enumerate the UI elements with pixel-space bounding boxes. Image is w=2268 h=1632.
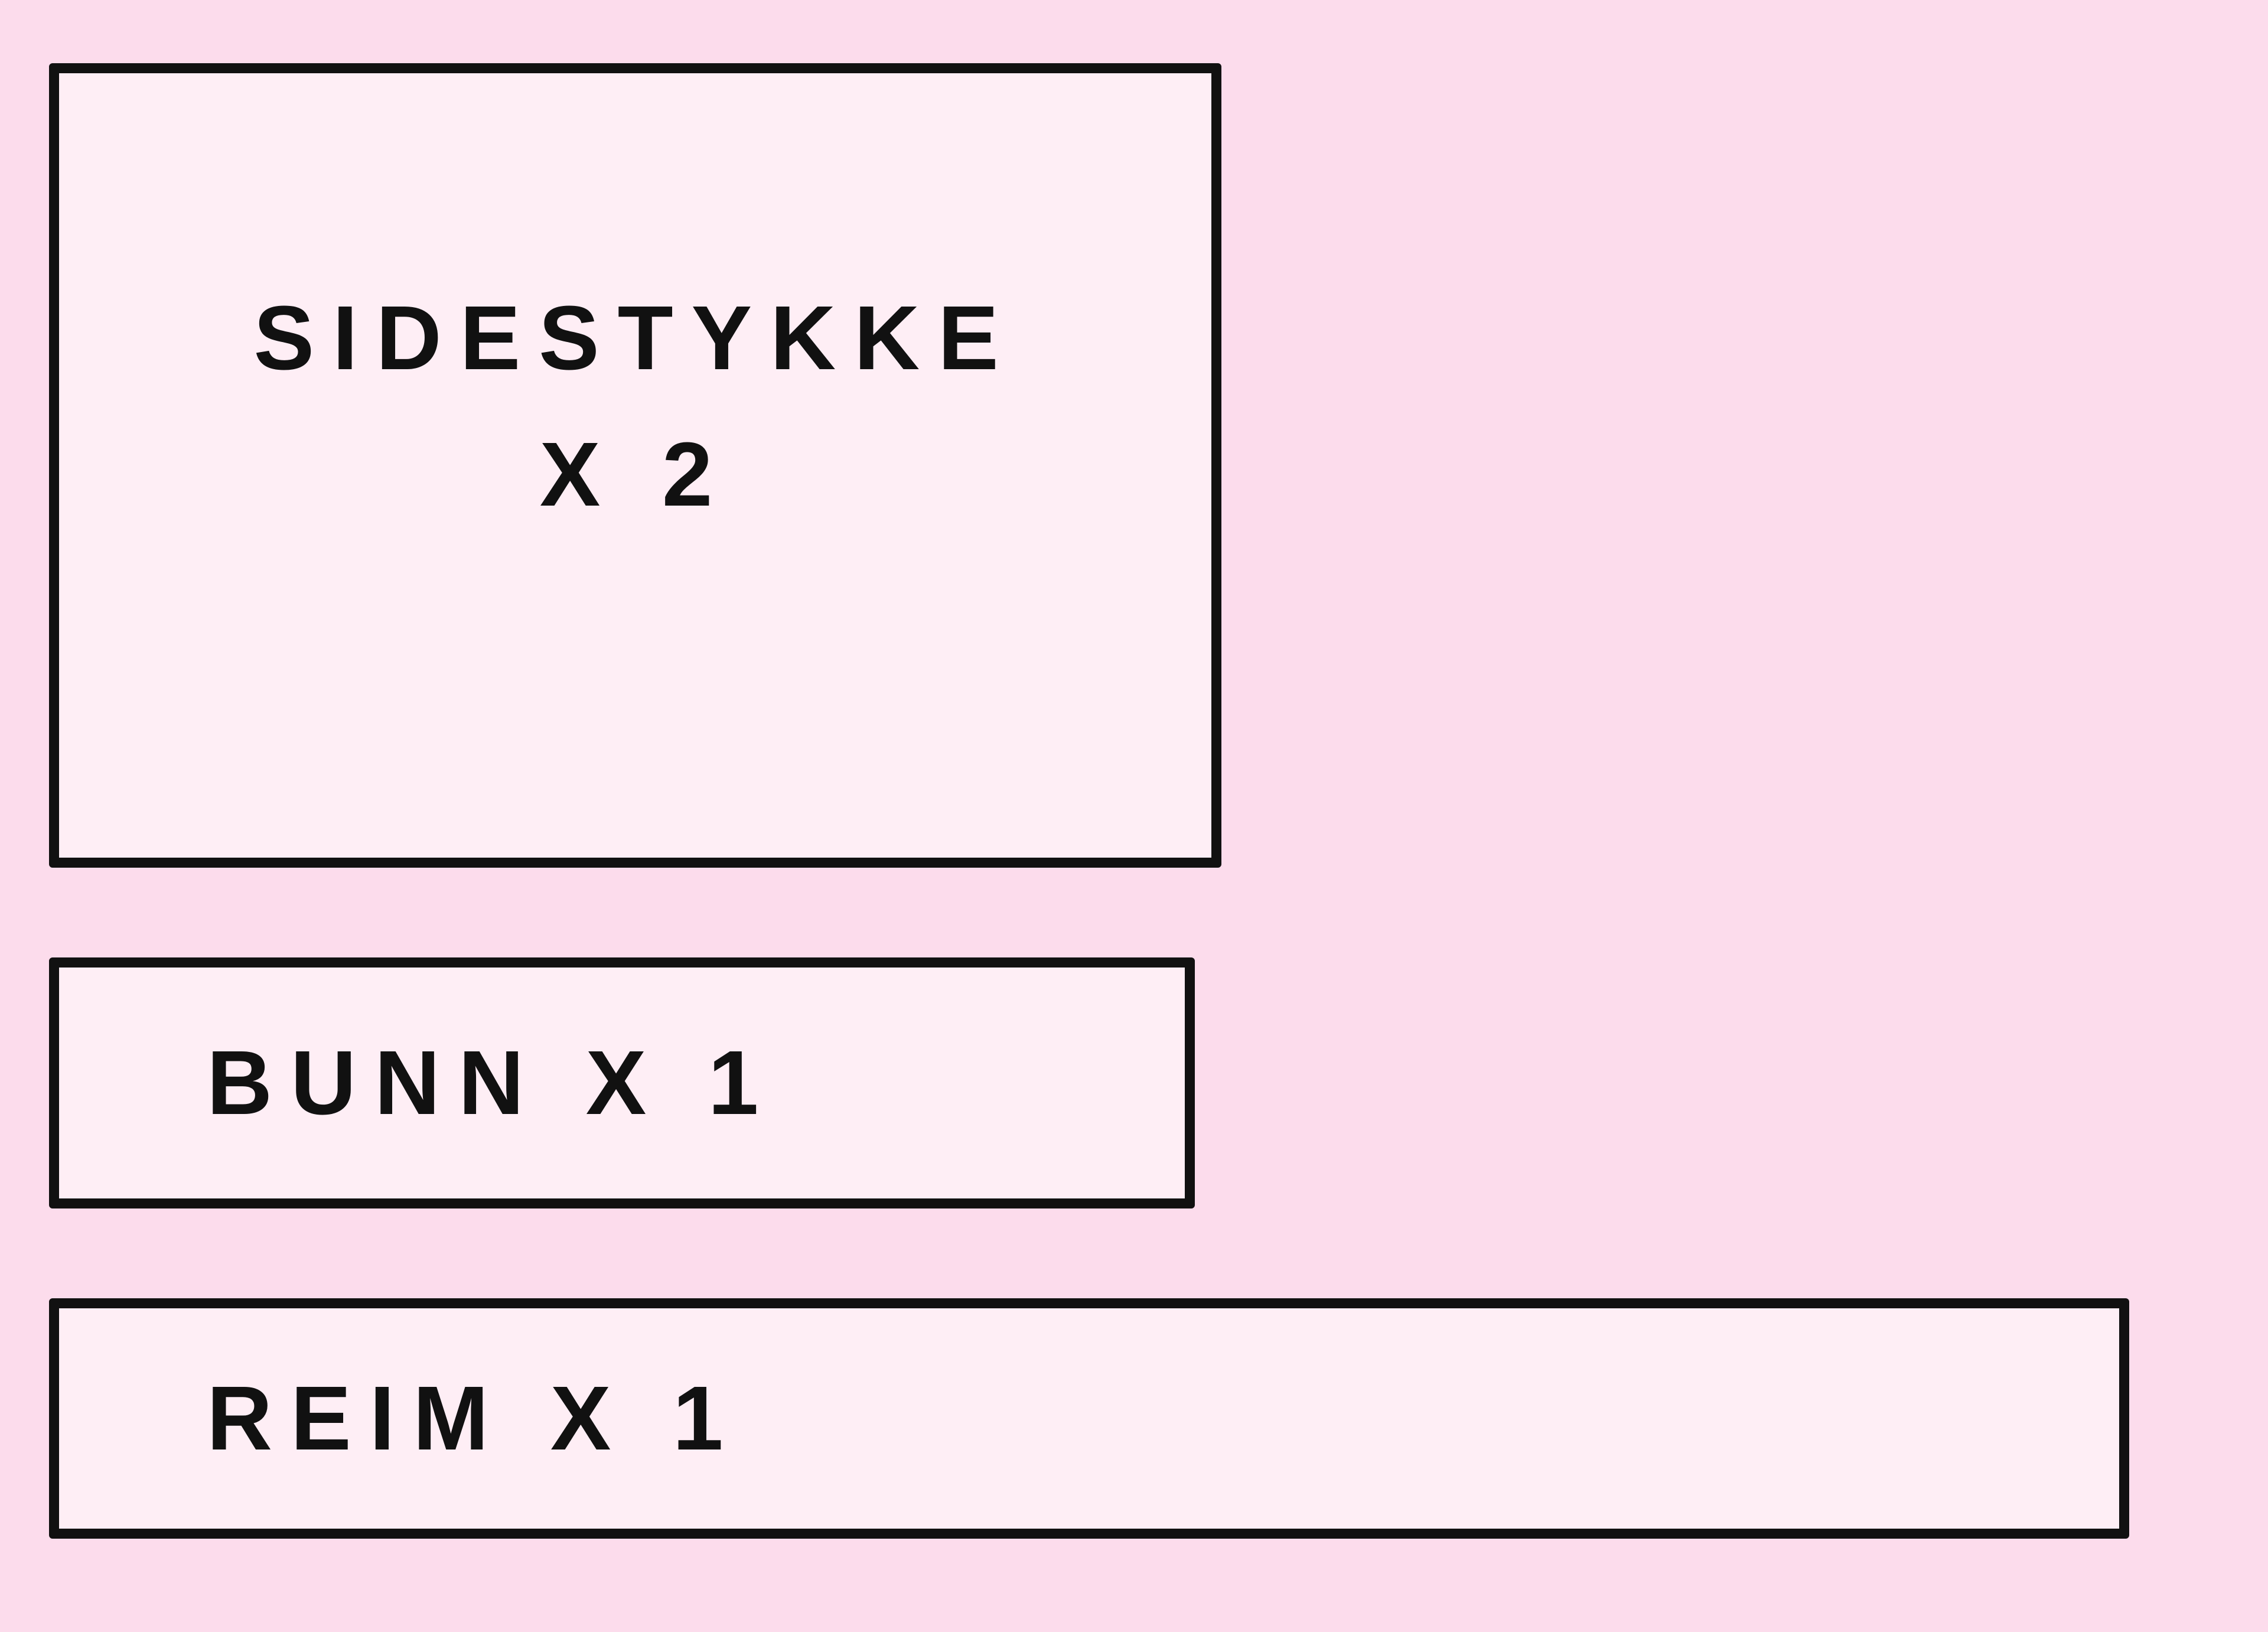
pattern-piece-bunn: BUNN X 1 <box>49 957 1195 1208</box>
piece-label-sidestykke: SIDESTYKKE X 2 <box>253 287 1017 525</box>
pattern-piece-sidestykke: SIDESTYKKE X 2 <box>49 63 1221 868</box>
pattern-piece-reim: REIM X 1 <box>49 1298 2129 1539</box>
piece-label-reim: REIM X 1 <box>207 1367 742 1469</box>
piece-label-bunn: BUNN X 1 <box>207 1032 777 1133</box>
